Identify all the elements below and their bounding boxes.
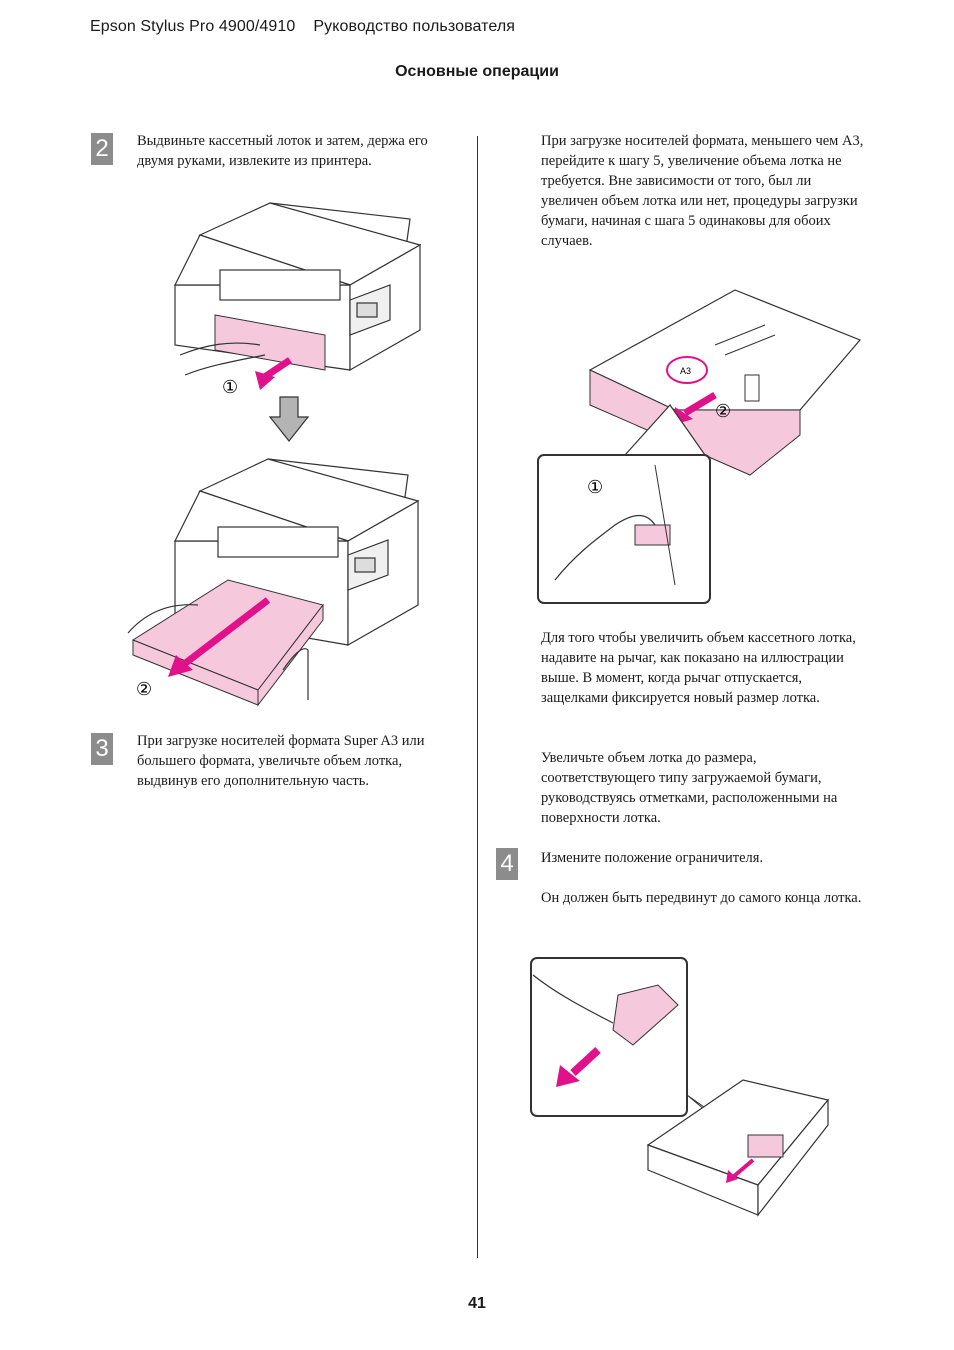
label-circle-2-tray: ② xyxy=(715,401,731,422)
label-circle-1-inset: ① xyxy=(587,477,603,498)
column-divider xyxy=(477,136,478,1258)
label-circle-1: ① xyxy=(222,377,238,398)
step-3-text: При загрузке носителей формата Super A3 … xyxy=(137,733,425,789)
section-title: Основные операции xyxy=(395,63,559,80)
step-2-text: Выдвиньте кассетный лоток и затем, держа… xyxy=(137,133,428,169)
marks-paragraph: Увеличьте объем лотка до размера, соотве… xyxy=(541,750,838,826)
lever-paragraph: Для того чтобы увеличить объем кассетног… xyxy=(541,630,856,706)
step-4-number: 4 xyxy=(496,848,518,880)
stopper-illustration xyxy=(530,957,830,1217)
step-4-text: Измените положение ограничителя. xyxy=(541,850,764,866)
a3-mark: A3 xyxy=(680,366,691,376)
printer-tray-out-illustration: ① xyxy=(174,202,422,398)
stopper-note: Он должен быть передвинут до самого конц… xyxy=(541,890,862,906)
page-number: 41 xyxy=(468,1295,486,1312)
intro-paragraph: При загрузке носителей формата, меньшего… xyxy=(541,133,864,249)
step-2-number: 2 xyxy=(91,133,113,165)
header-product: Epson Stylus Pro 4900/4910 xyxy=(90,18,296,35)
step-3-number: 3 xyxy=(91,733,113,765)
printer-tray-removed-illustration: ② xyxy=(127,458,420,707)
header-doc-title: Руководство пользователя xyxy=(313,18,516,35)
label-circle-2: ② xyxy=(136,679,152,700)
tray-extend-illustration: A3 ② ① xyxy=(537,289,862,604)
running-header: Epson Stylus Pro 4900/4910 Руководство по… xyxy=(90,18,515,36)
down-arrow-icon xyxy=(268,396,310,442)
